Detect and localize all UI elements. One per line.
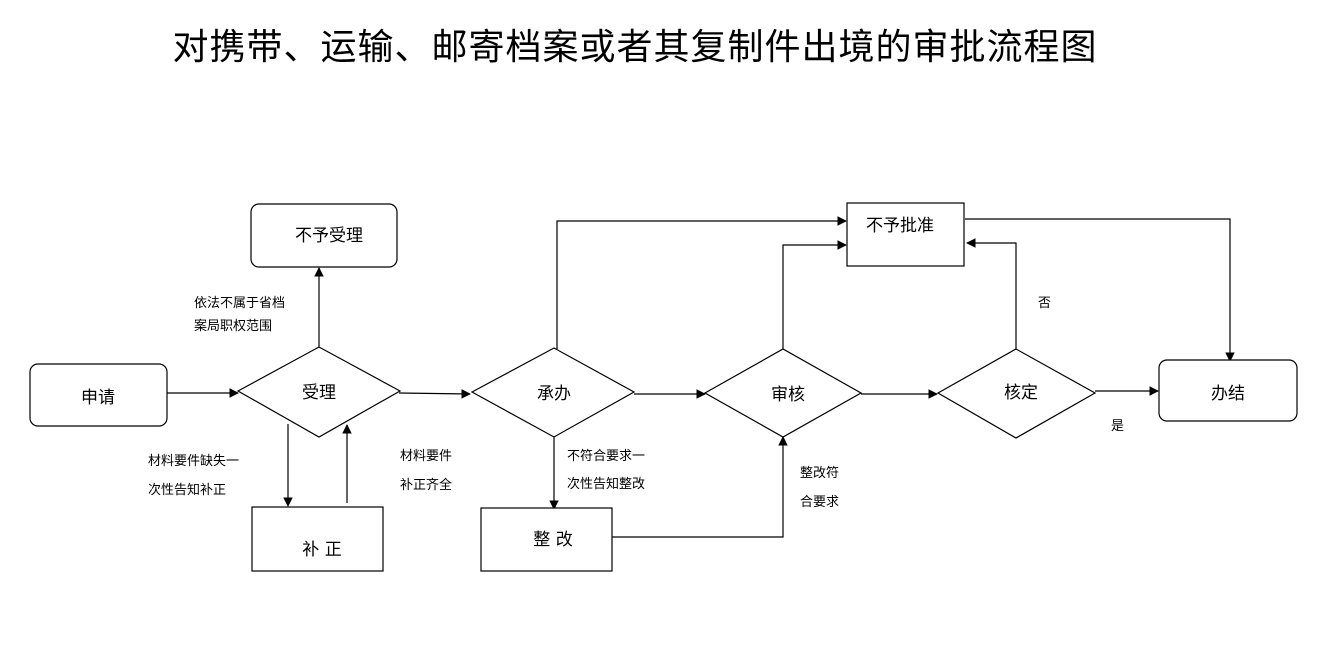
node-verify-diamond: [936, 348, 1097, 439]
node-verify-label: 核定: [1004, 383, 1038, 403]
node-review-label: 审核: [771, 385, 805, 405]
connectors: [167, 216, 1235, 538]
note-not-compliant-line2: 次性告知整改: [567, 476, 645, 492]
node-complete-box: [1158, 359, 1298, 422]
note-complete-materials-line1: 材料要件: [400, 449, 452, 464]
node-apply-box: [29, 363, 168, 427]
edge-notapprove-complete: [965, 218, 1235, 362]
note-yes: 是: [1111, 419, 1124, 434]
note-no: 否: [1038, 296, 1051, 311]
note-not-compliant-line1: 不符合要求一: [567, 448, 645, 464]
node-handle-diamond: [470, 347, 636, 438]
node-not-approve-label: 不予批准: [866, 216, 934, 236]
note-missing-line2: 次性告知补正: [148, 482, 226, 498]
page-title: 对携带、运输、邮寄档案或者其复制件出境的审批流程图: [172, 27, 1098, 68]
note-not-in-scope-line2: 案局职权范围: [194, 318, 272, 334]
note-complete-materials-line2: 补正齐全: [400, 477, 452, 493]
node-reject-accept-box: [250, 203, 398, 268]
node-complete-label: 办结: [1211, 384, 1245, 404]
node-apply-label: 申请: [81, 388, 115, 408]
note-rectify-ok-line2: 合要求: [800, 495, 839, 510]
edge-verify-notapprove: [966, 238, 1017, 349]
node-reject-accept-label: 不予受理: [295, 226, 363, 246]
node-accept-diamond: [236, 346, 402, 438]
note-missing-line1: 材料要件缺失一: [148, 454, 239, 469]
node-rectify-label: 整 改: [533, 530, 572, 550]
node-rectify-box: [480, 507, 613, 572]
note-rectify-ok-line1: 整改符: [800, 465, 839, 481]
edge-review-notapprove: [782, 240, 847, 349]
node-handle-label: 承办: [537, 384, 571, 404]
node-review-diamond: [703, 348, 863, 438]
note-not-in-scope-line1: 依法不属于省档: [194, 296, 285, 311]
node-supplement-box: [251, 506, 384, 572]
node-supplement-label: 补 正: [302, 540, 341, 560]
node-accept-label: 受理: [302, 383, 336, 403]
edge-handle-notapprove: [556, 216, 847, 349]
node-not-approve-box: [846, 202, 965, 267]
edge-rectify-review: [612, 436, 788, 538]
edge-accept-handle: [398, 389, 471, 399]
